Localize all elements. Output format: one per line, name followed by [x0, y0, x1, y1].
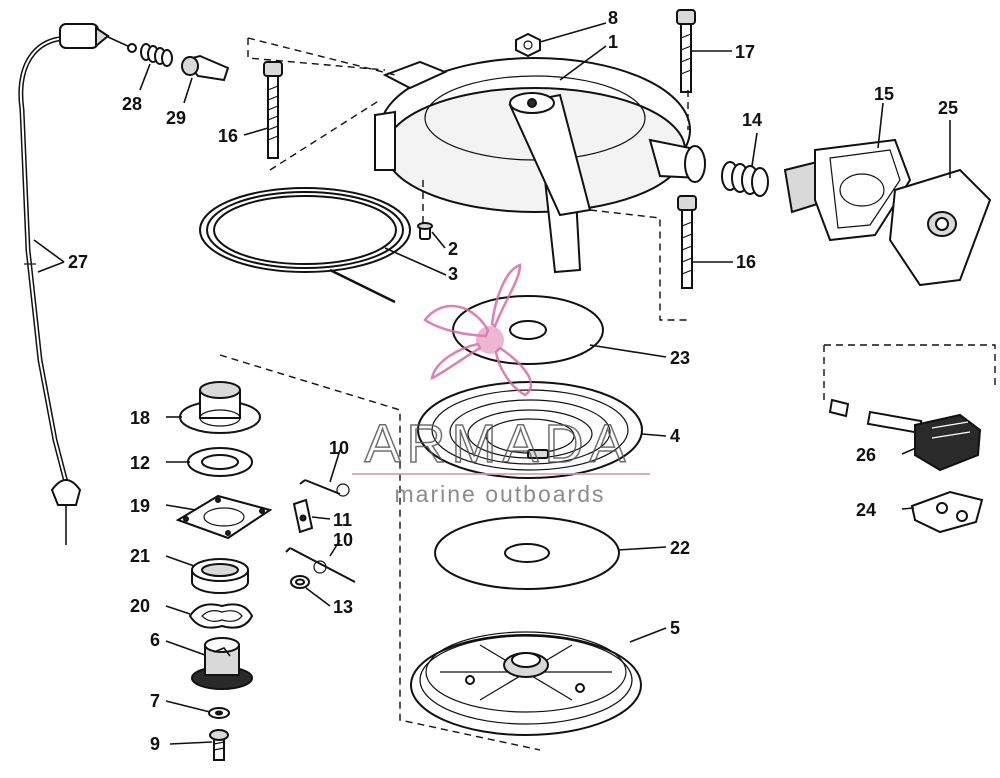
callout-10-lower: 10 — [333, 530, 353, 550]
callout-26: 26 — [856, 445, 876, 465]
callout-28: 28 — [122, 94, 142, 114]
callout-17: 17 — [735, 42, 755, 62]
callout-13: 13 — [333, 597, 353, 617]
callout-18: 18 — [130, 408, 150, 428]
callout-19: 19 — [130, 496, 150, 516]
callout-16-left: 16 — [218, 126, 238, 146]
callout-7: 7 — [150, 691, 160, 711]
plunger-29 — [181, 54, 230, 82]
spring-10-upper — [299, 479, 350, 497]
pin-2 — [417, 222, 433, 240]
lever-24 — [910, 490, 984, 534]
washer-7 — [208, 707, 230, 719]
cap-18 — [179, 381, 261, 434]
spring-cup-4 — [417, 381, 643, 479]
callout-2: 2 — [448, 239, 458, 259]
rope-3 — [199, 187, 411, 304]
callout-16-right: 16 — [736, 252, 756, 272]
leader-lines — [33, 22, 951, 745]
plate-19 — [175, 494, 273, 540]
clip-13 — [290, 575, 310, 589]
callout-labels: 1 2 3 4 5 6 7 8 9 10 10 11 12 13 14 15 1… — [68, 8, 958, 754]
handle-15 — [783, 138, 912, 242]
pawl-hub-6 — [191, 637, 253, 690]
spring-14 — [721, 161, 769, 197]
spring-10-lower — [285, 547, 356, 583]
spring-28 — [140, 43, 173, 67]
callout-8: 8 — [608, 8, 618, 28]
bushing-21 — [191, 558, 249, 594]
callout-1: 1 — [608, 32, 618, 52]
pawl-11 — [292, 498, 314, 534]
callout-24: 24 — [856, 500, 876, 520]
watermark-tagline: marine outboards — [395, 481, 606, 507]
washer-12 — [187, 447, 253, 477]
washer-22 — [434, 516, 620, 590]
screw-16-right — [677, 195, 697, 289]
callout-21: 21 — [130, 546, 150, 566]
callout-27: 27 — [68, 252, 88, 272]
callout-12: 12 — [130, 453, 150, 473]
callout-15: 15 — [874, 84, 894, 104]
cable-27 — [18, 23, 137, 545]
callout-29: 29 — [166, 108, 186, 128]
propeller-logo — [423, 263, 533, 397]
watermark-brand: ARMADA — [364, 414, 631, 474]
screw-17 — [676, 9, 696, 93]
callout-9: 9 — [150, 734, 160, 754]
callout-23: 23 — [670, 348, 690, 368]
screw-16-left — [263, 61, 283, 159]
watermark: ARMADA marine outboards — [352, 263, 650, 507]
callout-4: 4 — [670, 426, 680, 446]
callout-14: 14 — [742, 110, 762, 130]
shaft-26 — [828, 398, 982, 472]
callout-3: 3 — [448, 264, 458, 284]
nut-8 — [515, 32, 541, 58]
screw-9 — [209, 729, 229, 761]
washer-23 — [452, 295, 604, 365]
callout-5: 5 — [670, 618, 680, 638]
assembly-lines — [219, 37, 996, 751]
callout-20: 20 — [130, 596, 150, 616]
callout-11: 11 — [333, 510, 352, 530]
plate-25 — [888, 168, 992, 287]
pulley-5 — [410, 631, 642, 736]
callout-22: 22 — [670, 538, 690, 558]
callout-25: 25 — [938, 98, 958, 118]
callout-10-upper: 10 — [329, 438, 349, 458]
seal-20 — [188, 603, 254, 629]
starter-housing-1 — [374, 57, 707, 274]
callout-6: 6 — [150, 630, 160, 650]
